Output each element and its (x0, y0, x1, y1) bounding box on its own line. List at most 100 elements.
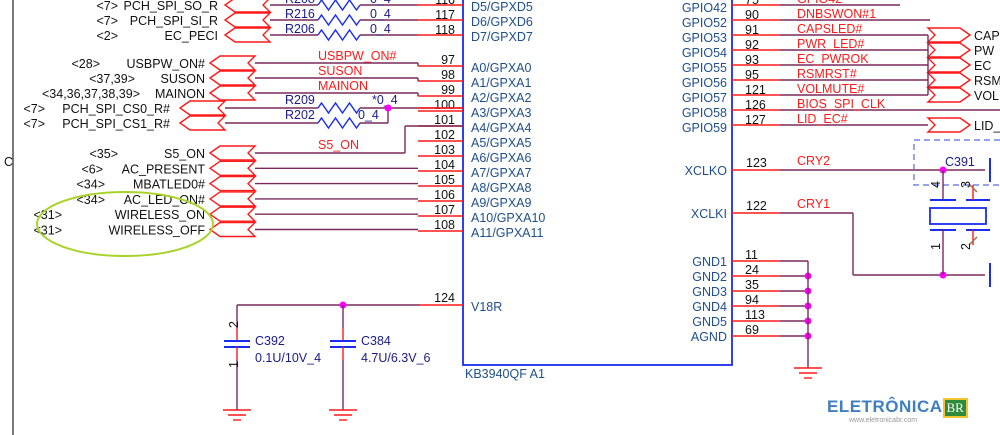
pin-function: A5/GPXA5 (471, 136, 531, 150)
offpage-connector (208, 85, 257, 101)
pin-number: 90 (745, 8, 759, 22)
net-name: PCH_SPI_CS1_R# (62, 117, 170, 131)
capacitor-value: 0.1U/10V_4 (255, 351, 321, 365)
pin-number: 124 (434, 291, 455, 305)
pin-number: 100 (434, 98, 455, 112)
crystal-pin: 2 (959, 243, 973, 250)
resistor-ref: R202 (285, 108, 315, 122)
resistor-ref: R216 (285, 7, 315, 21)
watermark-brand: ELETRÔNICA (827, 397, 943, 416)
zone-label: C (4, 155, 13, 169)
offpage-connector (208, 191, 257, 207)
offpage-connector (926, 72, 972, 88)
pin-function: GPIO59 (682, 121, 727, 135)
pin-number: 104 (434, 158, 455, 172)
pin-number: 94 (745, 293, 759, 307)
no-connect-icon (968, 183, 978, 193)
pin-number: 103 (434, 143, 455, 157)
pin-function: AGND (691, 330, 727, 344)
pin-number: 117 (435, 8, 455, 22)
page-ref: <37,39> (89, 72, 135, 86)
pin-number: 91 (745, 23, 759, 37)
wire-net-label: USBPW_ON# (318, 49, 397, 63)
offpage-connector (208, 175, 257, 192)
pin-function: GPIO57 (682, 91, 727, 105)
offpage-connector (926, 87, 972, 103)
wire-net-label: CAPSLED# (797, 22, 862, 36)
connector-label: VOL (974, 89, 999, 103)
crystal-body (929, 207, 987, 225)
pin-number: 106 (434, 188, 455, 202)
net-name: EC_PECI (165, 29, 219, 43)
highlight-ellipse (36, 191, 214, 257)
resistor-symbol (317, 101, 361, 115)
no-connect-icon (968, 236, 978, 246)
page-ref: <34> (76, 178, 105, 192)
wire-net-label: S5_ON (318, 138, 359, 152)
page-ref: <31> (33, 208, 62, 222)
capacitor-value: 4.7U/6.3V_6 (361, 351, 431, 365)
page-ref: <7> (96, 0, 118, 13)
pin-number: 126 (745, 98, 766, 112)
resistor-symbol (317, 0, 361, 12)
pin-number: 105 (434, 173, 455, 187)
wire-net-label: VOLMUTE# (797, 82, 864, 96)
pin-number: 98 (441, 68, 455, 82)
offpage-connector (223, 12, 272, 28)
net-name: MBATLED0# (133, 178, 205, 192)
offpage-connector (178, 100, 227, 116)
connector-label: PW (974, 44, 994, 58)
pin-number: 107 (434, 203, 455, 217)
offpage-connector (926, 42, 972, 58)
offpage-connector (208, 221, 257, 238)
offpage-connector (208, 55, 257, 71)
resistor-ref: R206 (285, 22, 315, 36)
wire-net-label: CRY2 (797, 154, 830, 168)
ic-part-number: KB3940QF A1 (465, 367, 545, 381)
wire-net-label: SUSON (318, 64, 362, 78)
page-ref: <28> (71, 57, 100, 71)
offpage-connector (178, 115, 227, 131)
pin-number: 99 (441, 83, 455, 97)
page-ref: <7> (96, 14, 118, 28)
pin-number: 24 (745, 263, 759, 277)
pin-function: GPIO53 (682, 31, 727, 45)
page-ref: <7> (23, 102, 45, 116)
pin-number: 11 (745, 248, 758, 262)
pin-function: GPIO55 (682, 61, 727, 75)
net-name: WIRELESS_ON (115, 208, 205, 222)
offpage-connector (208, 70, 257, 86)
capacitor-pin: 2 (227, 321, 241, 328)
crystal-ref: C391 (945, 155, 975, 169)
pin-function: GPIO56 (682, 76, 727, 90)
pin-function: A0/GPXA0 (471, 61, 531, 75)
ic-body (462, 0, 733, 366)
pin-function: GND1 (692, 255, 727, 269)
wire-net-label: MAINON (318, 79, 368, 93)
junction-dot (384, 104, 392, 112)
resistor-symbol (317, 116, 361, 130)
pin-number: 35 (745, 278, 759, 292)
crystal-pin: 1 (929, 243, 943, 250)
net-name: MAINON (155, 87, 205, 101)
resistor-value: 0_4 (370, 0, 391, 6)
net-name: PCH_SPI_CS0_R# (62, 102, 170, 116)
pin-function: A8/GPXA8 (471, 181, 531, 195)
wire-net-label: GPIO42 (797, 0, 842, 6)
pin-function: GND5 (692, 315, 727, 329)
pin-function: A9/GPXA9 (471, 196, 531, 210)
connector-label: CAP (974, 29, 1000, 43)
pin-number: 95 (745, 68, 759, 82)
resistor-symbol (317, 28, 361, 42)
pin-function: GPIO42 (682, 1, 727, 15)
capacitor-ref: C392 (255, 334, 285, 348)
pin-function: A7/GPXA7 (471, 166, 531, 180)
pin-function: A11/GPXA11 (471, 226, 544, 240)
crystal-pin: 3 (959, 181, 973, 188)
pin-function: D7/GPXD7 (471, 30, 533, 44)
pin-function: A4/GPXA4 (471, 121, 531, 135)
wire-net-label: CRY1 (797, 197, 830, 211)
offpage-connector (223, 27, 272, 43)
wire-net-label: EC_PWROK (797, 52, 869, 66)
